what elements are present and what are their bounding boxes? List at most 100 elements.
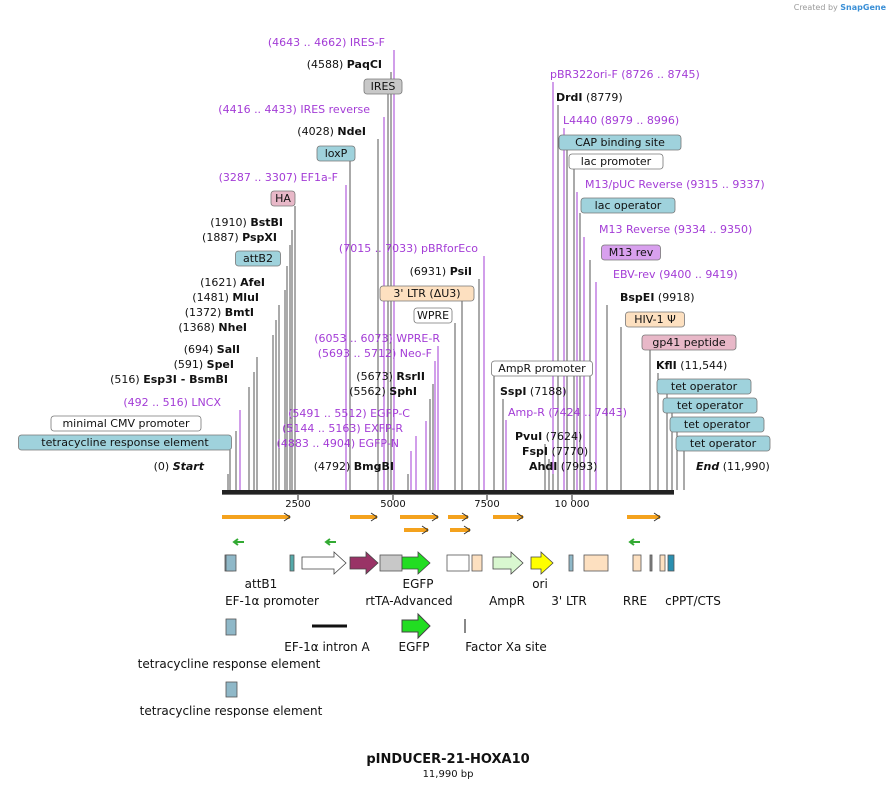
ruler-tick-label: 7500 (474, 499, 499, 510)
site-position: (4792) (314, 460, 354, 473)
feature-box (675, 435, 771, 452)
annotation-afei-11: (1621) AfeI (200, 276, 286, 490)
site-label: (1621) AfeI (200, 276, 265, 289)
feature-box (601, 244, 661, 261)
annotation-exfp-r-31: (5144 .. 5163) EXFP-R (282, 422, 417, 490)
orf-arrow-head (516, 512, 524, 522)
annotation-nhei-14: (1368) NheI (178, 321, 274, 490)
cap-block (568, 554, 574, 572)
site-label: (1368) NheI (178, 321, 247, 334)
site-position: (7993) (557, 460, 597, 473)
feature-box (558, 134, 682, 151)
tet-operator-block (667, 554, 675, 572)
feature-label: tet operator (671, 380, 738, 393)
site-position: (7188) (526, 385, 566, 398)
site-label: KflI (11,544) (656, 359, 727, 372)
annotation-rsrii-28: (5673) RsrII (356, 370, 434, 490)
annotation-fspi-56: FspI (7770) (522, 445, 588, 490)
primer-label: L4440 (8979 .. 8996) (563, 114, 679, 127)
site-name: DrdI (556, 91, 583, 104)
ampr-arrow (492, 551, 524, 575)
orf-arrow-head (653, 512, 661, 522)
feature-box (270, 190, 296, 207)
feature-label-egfp: EGFP (398, 640, 429, 654)
site-label: SspI (7188) (500, 385, 567, 398)
site-position: (5562) (349, 385, 389, 398)
tre-block-2 (225, 554, 237, 572)
site-position: (7624) (542, 430, 582, 443)
annotation-wpre-25: WPRE (413, 307, 456, 490)
xa-site-mark (649, 554, 653, 572)
annotation-ampr-promoter-52: AmpR promoter (491, 360, 593, 490)
feature-label: lac operator (595, 199, 662, 212)
primer-label: EBV-rev (9400 .. 9419) (613, 268, 738, 281)
annotation-ef1a-f-6: (3287 .. 3307) EF1a-F (219, 171, 347, 490)
ruler-tick-label: 5000 (380, 499, 405, 510)
site-label: (1481) MluI (192, 291, 259, 304)
site-position: (1910) (210, 216, 250, 229)
orf-arrow-head (370, 512, 378, 522)
site-label: End (11,990) (696, 460, 770, 473)
primer-label: (4643 .. 4662) IRES-F (268, 36, 385, 49)
annotation-ha-7: HA (270, 190, 296, 490)
annotation-3-ltr-u3-24: 3' LTR (ΔU3) (379, 285, 475, 490)
annotation-sphi-29: (5562) SphI (349, 385, 431, 490)
annotation-ahdi-57: AhdI (7993) (529, 460, 597, 490)
annotation-ndei-4: (4028) NdeI (297, 125, 379, 490)
small-orf-arrow (324, 538, 336, 546)
wpre-block (446, 554, 470, 572)
annotation-lac-operator-40: lac operator (579, 197, 676, 490)
site-position: (1368) (178, 321, 218, 334)
site-position: (7770) (548, 445, 588, 458)
annotation-mlui-12: (1481) MluI (192, 291, 280, 490)
site-label: (5562) SphI (349, 385, 417, 398)
ruler-tick-label: 10 000 (555, 499, 590, 510)
site-name: BspEI (620, 291, 654, 304)
primer-label: (492 .. 516) LNCX (123, 396, 221, 409)
site-position: (516) (110, 373, 143, 386)
feature-label: gp41 peptide (652, 336, 726, 349)
annotation-pbr322ori-f-34: pBR322ori-F (8726 .. 8745) (550, 68, 700, 490)
feature-box (316, 145, 356, 162)
site-label: PvuI (7624) (515, 430, 582, 443)
annotation-tet-operator-51: tet operator (675, 435, 771, 490)
map-title: pINDUCER-21-HOXA10 (366, 752, 530, 767)
annotation-hiv-1-45: HIV-1 Ψ (620, 311, 685, 490)
annotation-wpre-r-26: (6053 .. 6073) WPRE-R (314, 332, 440, 490)
feature-box (641, 334, 737, 351)
feature-label: minimal CMV promoter (62, 417, 190, 430)
small-orf-arrow (628, 538, 640, 546)
site-label: (591) SpeI (174, 358, 234, 371)
feature-label: 3' LTR (ΔU3) (393, 287, 460, 300)
site-position: (694) (184, 343, 217, 356)
annotation-pspxi-9: (1887) PspXI (202, 231, 291, 490)
site-name: KflI (656, 359, 677, 372)
feature-box (580, 197, 676, 214)
primer-label: (7015 .. 7033) pBRforEco (339, 242, 478, 255)
annotation-attb2-10: attB2 (235, 250, 288, 490)
primer-label: (5144 .. 5163) EXFP-R (282, 422, 403, 435)
site-label: DrdI (8779) (556, 91, 623, 104)
site-position: (6931) (410, 265, 450, 278)
feature-box (491, 360, 593, 377)
feature-label: IRES (371, 80, 396, 93)
feature-box (568, 153, 664, 170)
feature-label-ampr: AmpR (489, 594, 525, 608)
feature-box (625, 311, 685, 328)
site-label: (5673) RsrII (356, 370, 425, 383)
tre-block-lowest (225, 681, 238, 698)
site-name: End (696, 460, 719, 473)
rtta-arrow (349, 551, 379, 575)
feature-label: tet operator (690, 437, 757, 450)
feature-label-3-ltr: 3' LTR (551, 594, 586, 608)
egfp-arrow-lower (401, 612, 431, 640)
site-label: (6931) PsiI (410, 265, 472, 278)
feature-box (18, 434, 232, 451)
primer-label: (4416 .. 4433) IRES reverse (218, 103, 370, 116)
annotation-amp-r-54: Amp-R (7424 .. 7443) (505, 406, 627, 490)
ef1a-promoter-arrow (301, 551, 347, 575)
feature-label-ori: ori (532, 577, 548, 591)
feature-box (413, 307, 453, 324)
ori-arrow (530, 551, 554, 575)
map-size: 11,990 bp (422, 769, 474, 780)
